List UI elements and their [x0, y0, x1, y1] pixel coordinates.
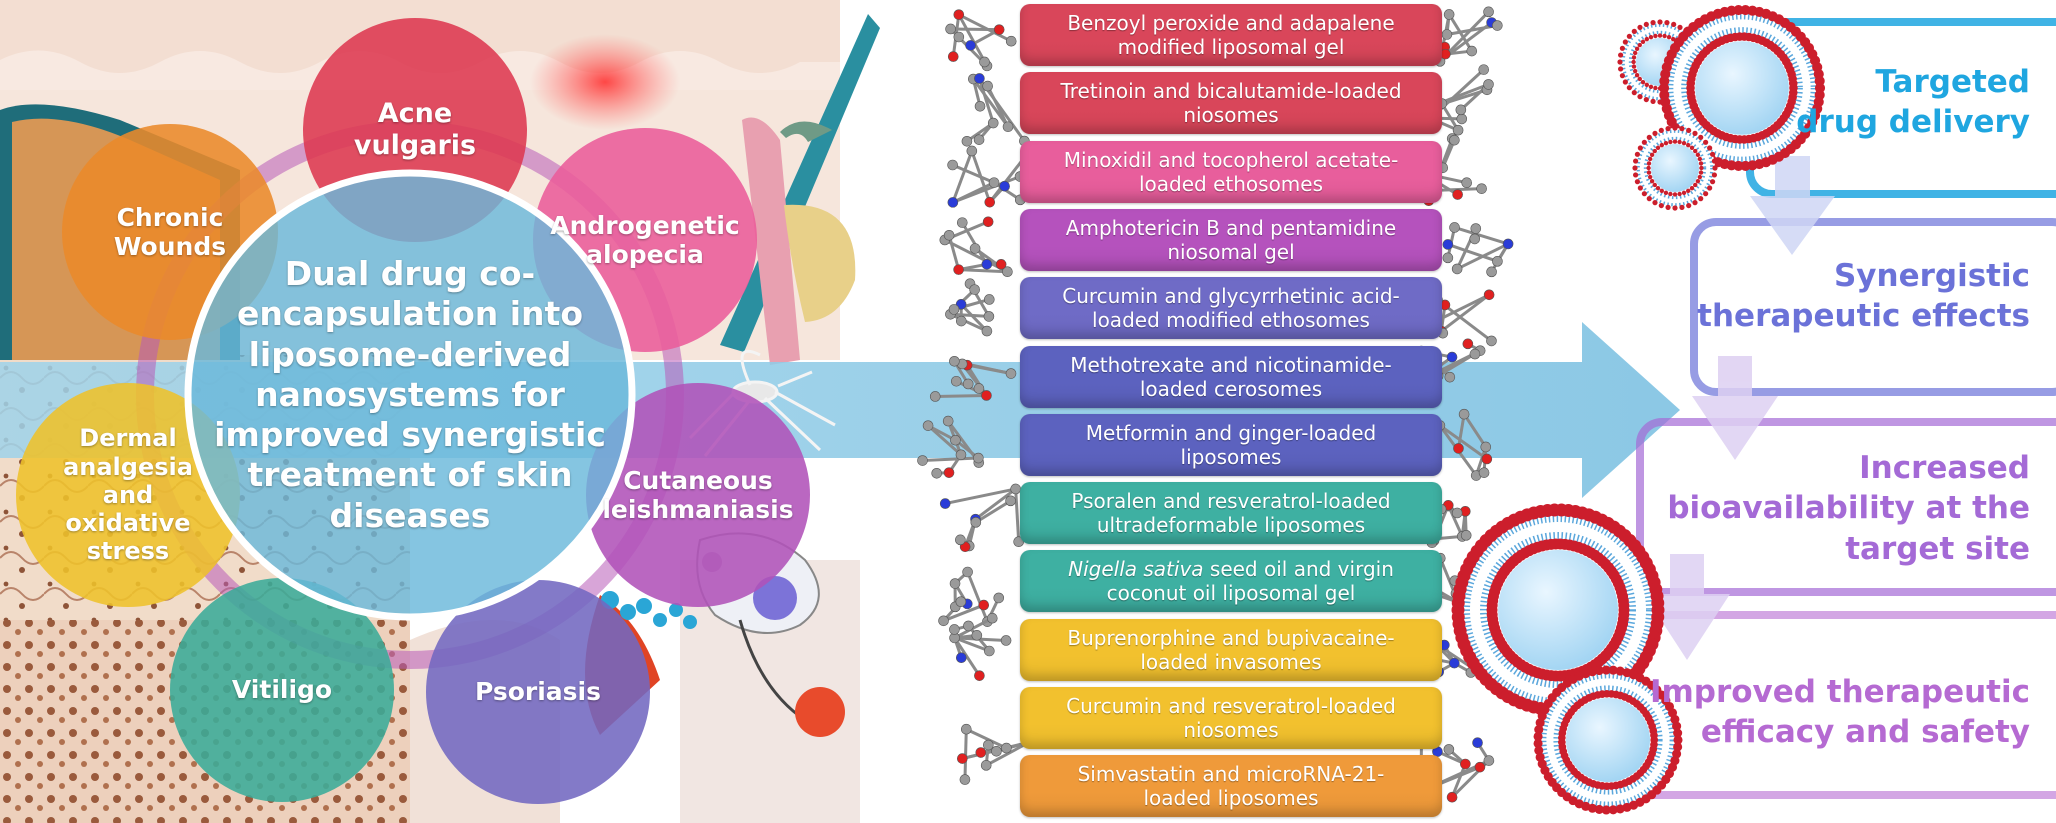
liposome-vesicles: [1451, 5, 1826, 815]
liposome-vesicle: [1533, 665, 1683, 815]
center-title: Dual drug co- encapsulation into liposom…: [214, 254, 606, 535]
disease-bubble: [426, 580, 650, 804]
formulation-text-italic-name: Nigella sativa seed oil and virgin: [1068, 557, 1394, 582]
disease-bubble: [586, 383, 810, 607]
formulation-item: Curcumin and glycyrrhetinic acid-loaded …: [1020, 277, 1442, 340]
molecule-ball-and-stick: [961, 73, 1030, 147]
formulation-item: Methotrexate and nicotinamide-loaded cer…: [1020, 345, 1442, 408]
molecule-ball-and-stick: [949, 612, 1012, 681]
center-circle: [184, 169, 636, 621]
disease-bubble: [16, 383, 240, 607]
formulation-item: Minoxidil and tocopherol acetate-loaded …: [1020, 140, 1442, 203]
hair-follicle-illustration: [720, 14, 880, 365]
molecule-ball-and-stick: [945, 278, 995, 337]
disease-label: Psoriasis: [474, 677, 602, 707]
disease-bubble: [170, 578, 394, 802]
formulation-item: Buprenorphine and bupivacaine-loaded inv…: [1020, 618, 1442, 681]
molecule-ball-and-stick: [939, 483, 1024, 553]
molecule-ball-and-stick: [945, 9, 1017, 72]
disease-label: Vitiligo: [231, 675, 333, 705]
formulation-item: Simvastatin and microRNA-21-loaded lipos…: [1020, 755, 1442, 818]
molecule-ball-and-stick: [939, 216, 1013, 278]
liposome-vesicle: [1658, 5, 1826, 171]
molecule-ball-and-stick: [929, 355, 1017, 402]
liposome-vesicle: [1632, 125, 1718, 211]
molecule-ball-and-stick: [1434, 6, 1503, 67]
down-arrows: [1644, 156, 1835, 660]
liposome-vesicle: [1451, 503, 1665, 717]
molecule-ball-and-stick: [917, 415, 985, 479]
molecule-ball-and-stick: [957, 723, 1035, 785]
molecule-ball-and-stick: [1442, 222, 1514, 278]
